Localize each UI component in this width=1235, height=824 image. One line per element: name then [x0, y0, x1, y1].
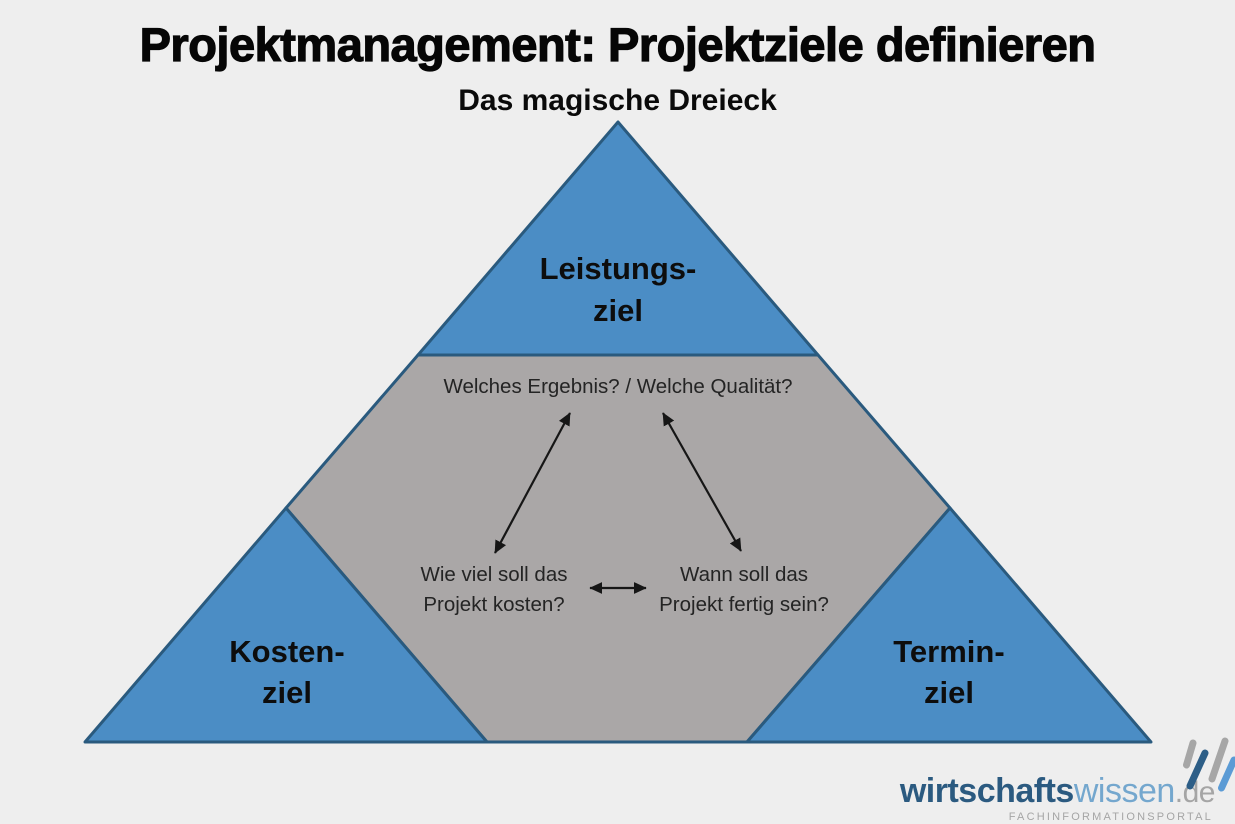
performance-label-line2: ziel — [593, 293, 643, 328]
brand-logo: wirtschaftswissen.de FACHINFORMATIONSPOR… — [899, 737, 1235, 823]
schedule-label-line1: Termin- — [893, 634, 1004, 669]
brand-wordmark-dark: wirtschafts — [899, 771, 1075, 810]
schedule-question-line1: Wann soll das — [680, 563, 808, 586]
cost-corner-shape — [83, 506, 489, 744]
brand-wordmark-light: wissen — [1073, 771, 1175, 810]
cost-question-line1: Wie viel soll das — [421, 563, 568, 586]
quality-schedule-arrow — [662, 412, 742, 552]
brand-wordmark: wirtschaftswissen.de — [899, 771, 1216, 810]
cost-question-line2: Projekt kosten? — [423, 593, 564, 616]
schedule-label-line2: ziel — [924, 675, 974, 710]
quality-question: Welches Ergebnis? / Welche Qualität? — [443, 375, 792, 398]
cost-label-line2: ziel — [262, 675, 312, 710]
quality-cost-arrow — [494, 412, 571, 554]
schedule-corner-shape — [745, 506, 1153, 744]
page-subtitle: Das magische Dreieck — [458, 84, 777, 117]
brand-tagline: FACHINFORMATIONSPORTAL — [1008, 811, 1213, 823]
schedule-question-line2: Projekt fertig sein? — [659, 593, 829, 616]
page-title: Projektmanagement: Projektziele definier… — [139, 18, 1097, 71]
brand-slashes-icon — [1183, 737, 1235, 792]
performance-corner-shape — [416, 120, 820, 357]
performance-label-line1: Leistungs- — [540, 251, 697, 286]
cost-label-line1: Kosten- — [229, 634, 344, 669]
